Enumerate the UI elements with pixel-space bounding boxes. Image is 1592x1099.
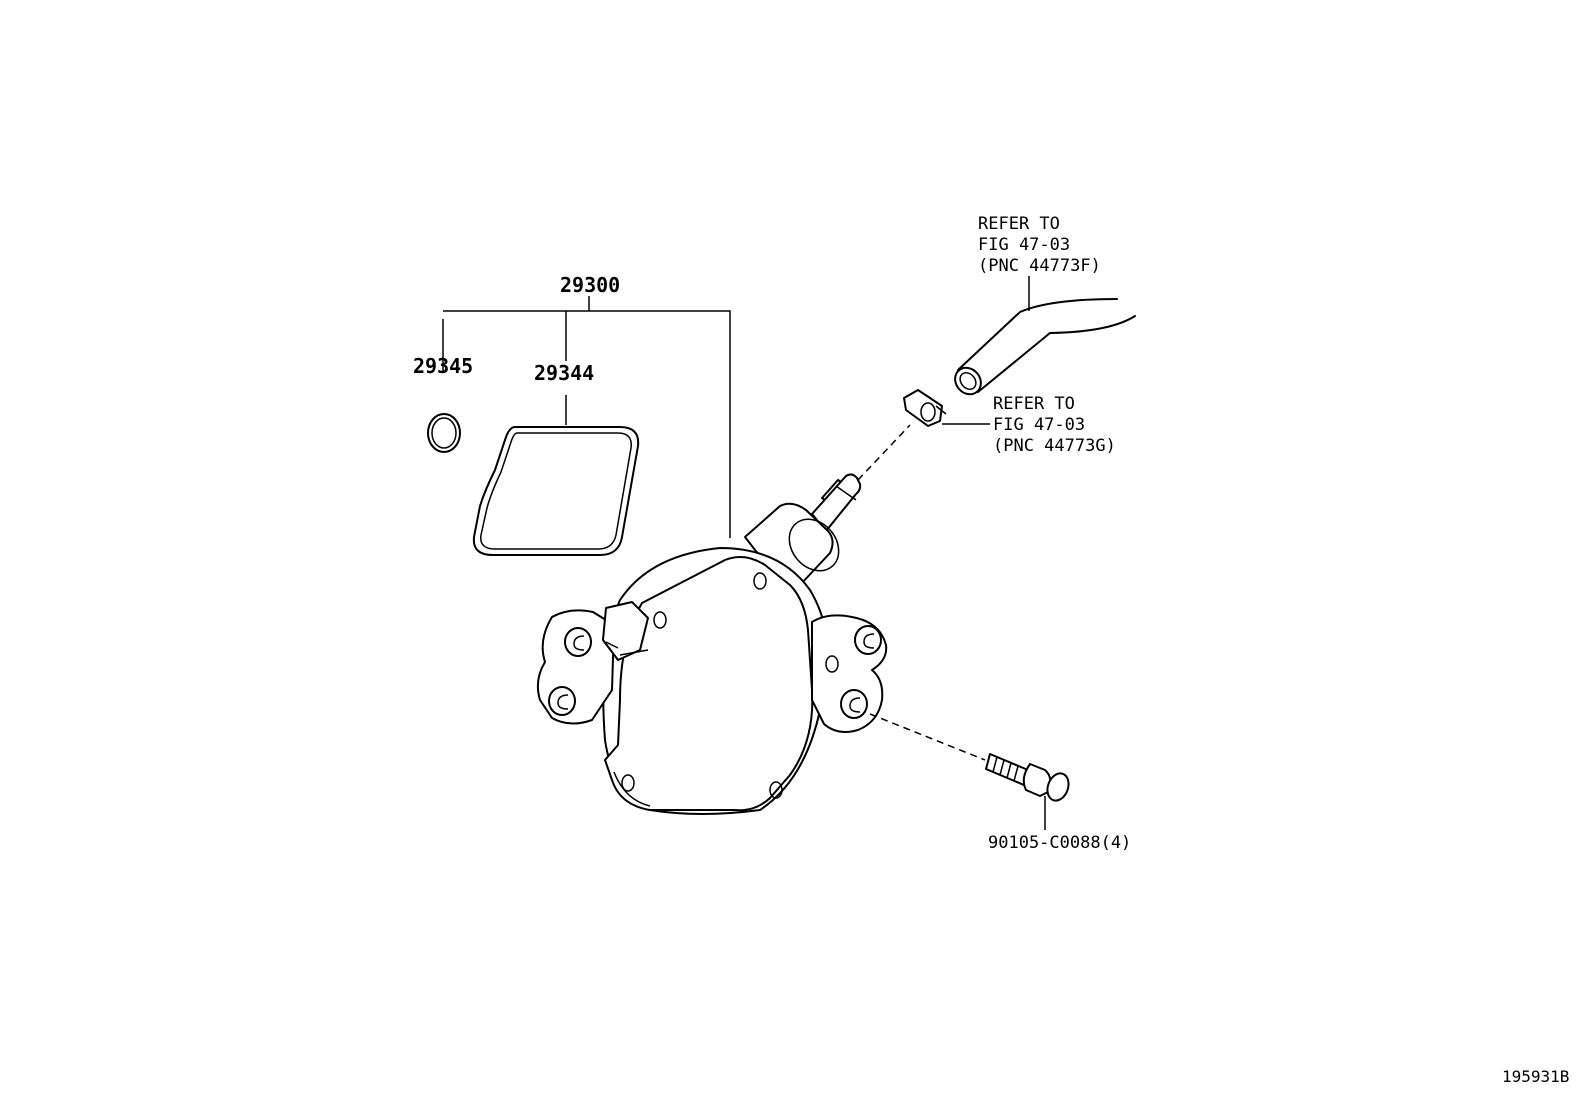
clamp-guide-line [857,424,911,481]
clamp-ref-line1: REFER TO [993,394,1075,414]
bolt-part-number: 90105-C0088(4) [988,833,1131,853]
assembly-leader-bracket [442,296,731,538]
o-ring-part [427,413,461,453]
hose-ref-line1: REFER TO [978,214,1060,234]
vacuum-pump [536,473,888,815]
gasket-part [472,426,640,556]
o-ring-part-number: 29345 [413,354,473,378]
hose-part [954,298,1136,396]
bolt-part [985,753,1070,802]
clamp-ref-line2: FIG 47-03 [993,415,1085,435]
clamp-ref-line3: (PNC 44773G) [993,436,1116,456]
assembly-part-number: 29300 [560,273,620,297]
bolt-guide-line [869,713,986,761]
illustration-id: 195931B [1502,1067,1569,1086]
gasket-part-number: 29344 [534,361,594,385]
hose-ref-line3: (PNC 44773F) [978,256,1101,276]
clamp-part [903,389,947,427]
hose-ref-line2: FIG 47-03 [978,235,1070,255]
